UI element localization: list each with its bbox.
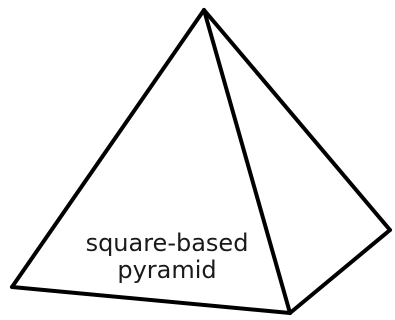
pyramid-label-line1: square-based — [86, 229, 249, 257]
left-edge — [10, 8, 206, 289]
front-face — [12, 10, 290, 313]
base-side-edge — [288, 228, 392, 315]
back-right-edge — [202, 8, 392, 232]
pyramid-label-line2: pyramid — [117, 256, 216, 284]
base-front-edge — [10, 285, 292, 315]
side-face — [204, 10, 390, 313]
front-right-edge — [202, 8, 292, 315]
